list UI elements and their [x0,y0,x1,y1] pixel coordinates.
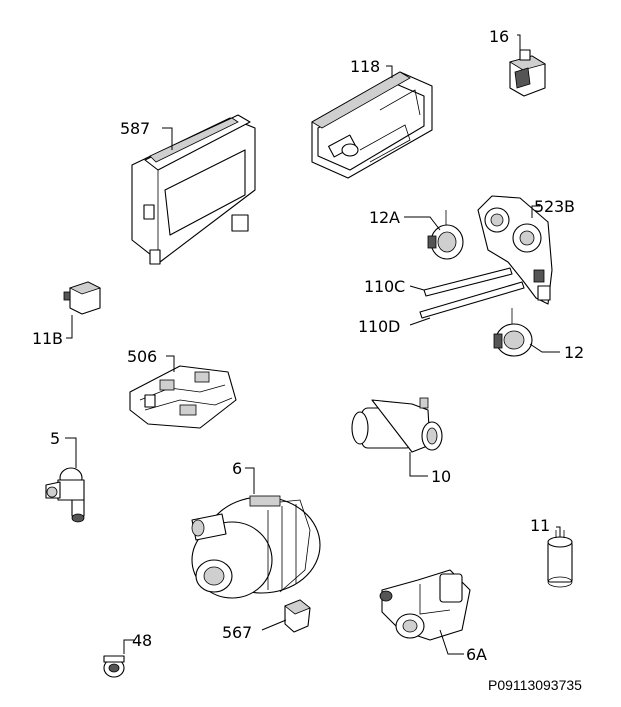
part-6A-drain-pump [379,569,471,655]
part-5-inlet-valve [45,437,85,523]
part-6-circulation-pump [191,467,321,599]
label-11B: 11B [32,329,63,348]
label-118: 118 [350,57,380,76]
label-16: 16 [489,27,509,46]
part-110-heater-rods [409,267,525,326]
label-567: 567 [222,623,252,642]
label-110D: 110D [358,317,400,336]
part-11B-relay [63,281,102,339]
label-5: 5 [50,429,60,448]
label-523B: 523B [534,197,575,216]
label-48: 48 [132,631,152,650]
label-12A: 12A [369,208,400,227]
part-48-sensor [103,639,134,678]
drawing-code: P09113093735 [488,677,582,693]
label-110C: 110C [364,277,405,296]
part-16-switch [509,34,546,97]
label-6A: 6A [466,645,487,664]
part-523B-bracket [477,195,553,305]
part-11-capacitor [547,526,573,588]
part-12-pressure-switch [493,308,560,357]
part-587-control-module [131,114,256,265]
part-118-dispenser [311,65,433,179]
part-10-drain-pump [351,397,443,477]
label-587: 587 [120,119,150,138]
label-10: 10 [431,467,451,486]
label-506: 506 [127,347,157,366]
part-567-clip [261,599,311,633]
label-12: 12 [564,343,584,362]
label-11: 11 [530,516,550,535]
part-506-wiring-harness [129,355,237,429]
part-12A-pressure-switch [404,210,464,260]
label-6: 6 [232,459,242,478]
